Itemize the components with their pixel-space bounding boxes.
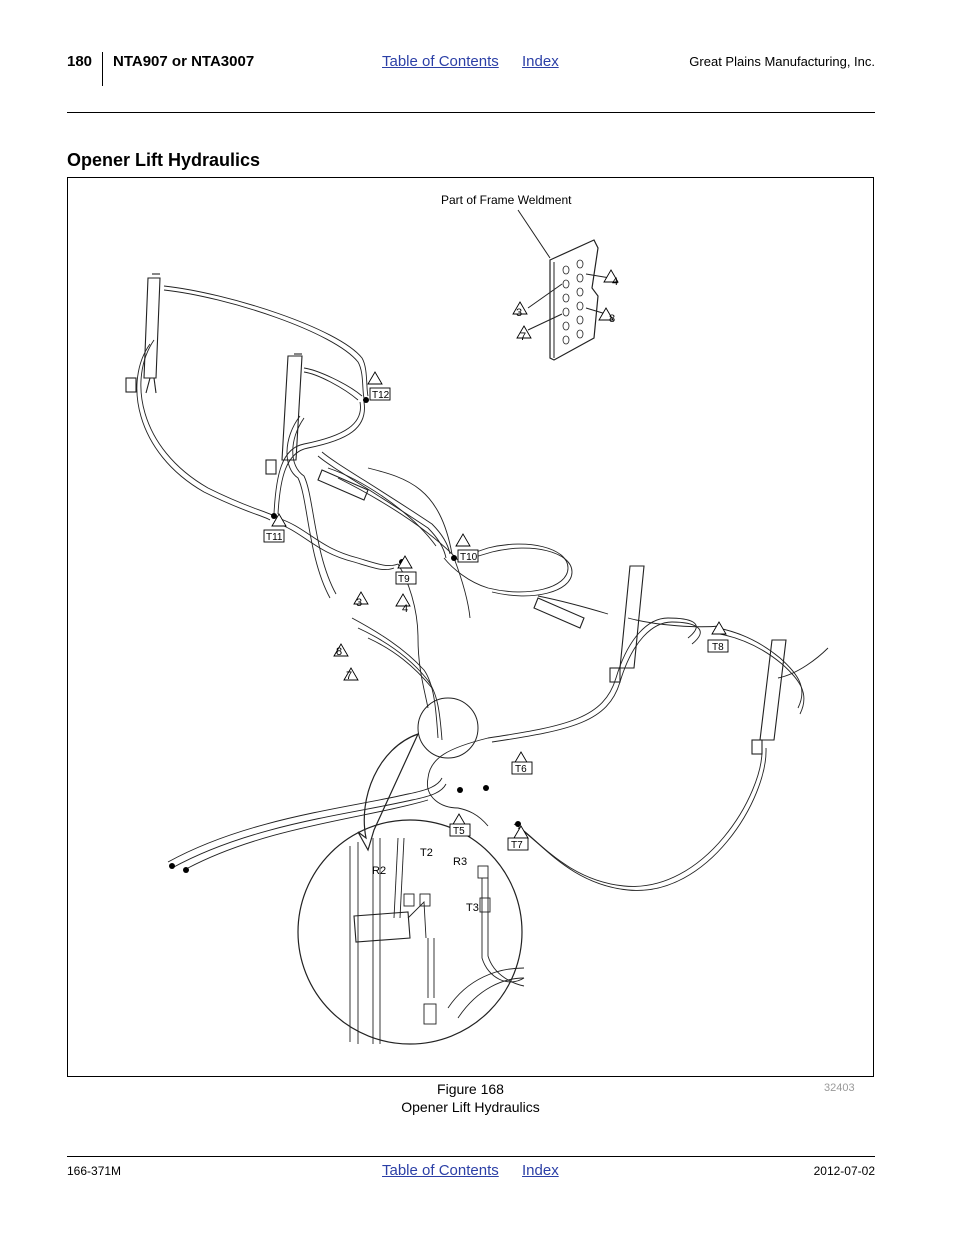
index-link[interactable]: Index [522,53,559,70]
label-t11: T11 [266,532,283,543]
label-4: 4 [402,603,408,615]
label-3: 3 [356,597,362,609]
figure-title: Opener Lift Hydraulics [401,1099,540,1115]
label-frame-3: 3 [516,307,522,319]
label-t7: T7 [511,840,523,851]
label-t10: T10 [460,552,478,563]
label-t3: T3 [466,902,479,914]
page-number: 180 [67,53,93,70]
label-t2: T2 [420,847,433,859]
toc-link[interactable]: Table of Contents [382,53,499,70]
label-8: 8 [336,646,342,658]
frame-callout: Part of Frame Weldment [441,193,572,207]
doc-date: 2012-07-02 [813,1164,875,1178]
hydraulic-diagram: Part of Frame Weldment 4 8 3 7 [125,193,829,1045]
figure-frame: Part of Frame Weldment 4 8 3 7 [67,177,874,1077]
label-frame-8: 8 [609,313,615,325]
figure-code: 32403 [824,1082,855,1094]
header-rule [67,112,875,113]
footer-toc-link[interactable]: Table of Contents [382,1162,499,1179]
label-t12: T12 [372,390,390,401]
label-t6: T6 [515,764,527,775]
doc-number: 166-371M [67,1164,122,1178]
label-r2: R2 [372,865,386,877]
header-divider [102,52,103,86]
model-title: NTA907 or NTA3007 [113,53,255,70]
label-t9: T9 [398,574,410,585]
footer-rule [67,1156,875,1157]
figure-number: Figure 168 [437,1081,504,1097]
section-title: Opener Lift Hydraulics [67,150,261,170]
label-t5: T5 [453,826,465,837]
footer-index-link[interactable]: Index [522,1162,559,1179]
label-7: 7 [346,670,352,682]
label-t8: T8 [712,642,724,653]
label-frame-7: 7 [520,331,526,343]
label-r3: R3 [453,856,467,868]
label-frame-4: 4 [612,276,618,288]
company-name: Great Plains Manufacturing, Inc. [689,54,875,69]
